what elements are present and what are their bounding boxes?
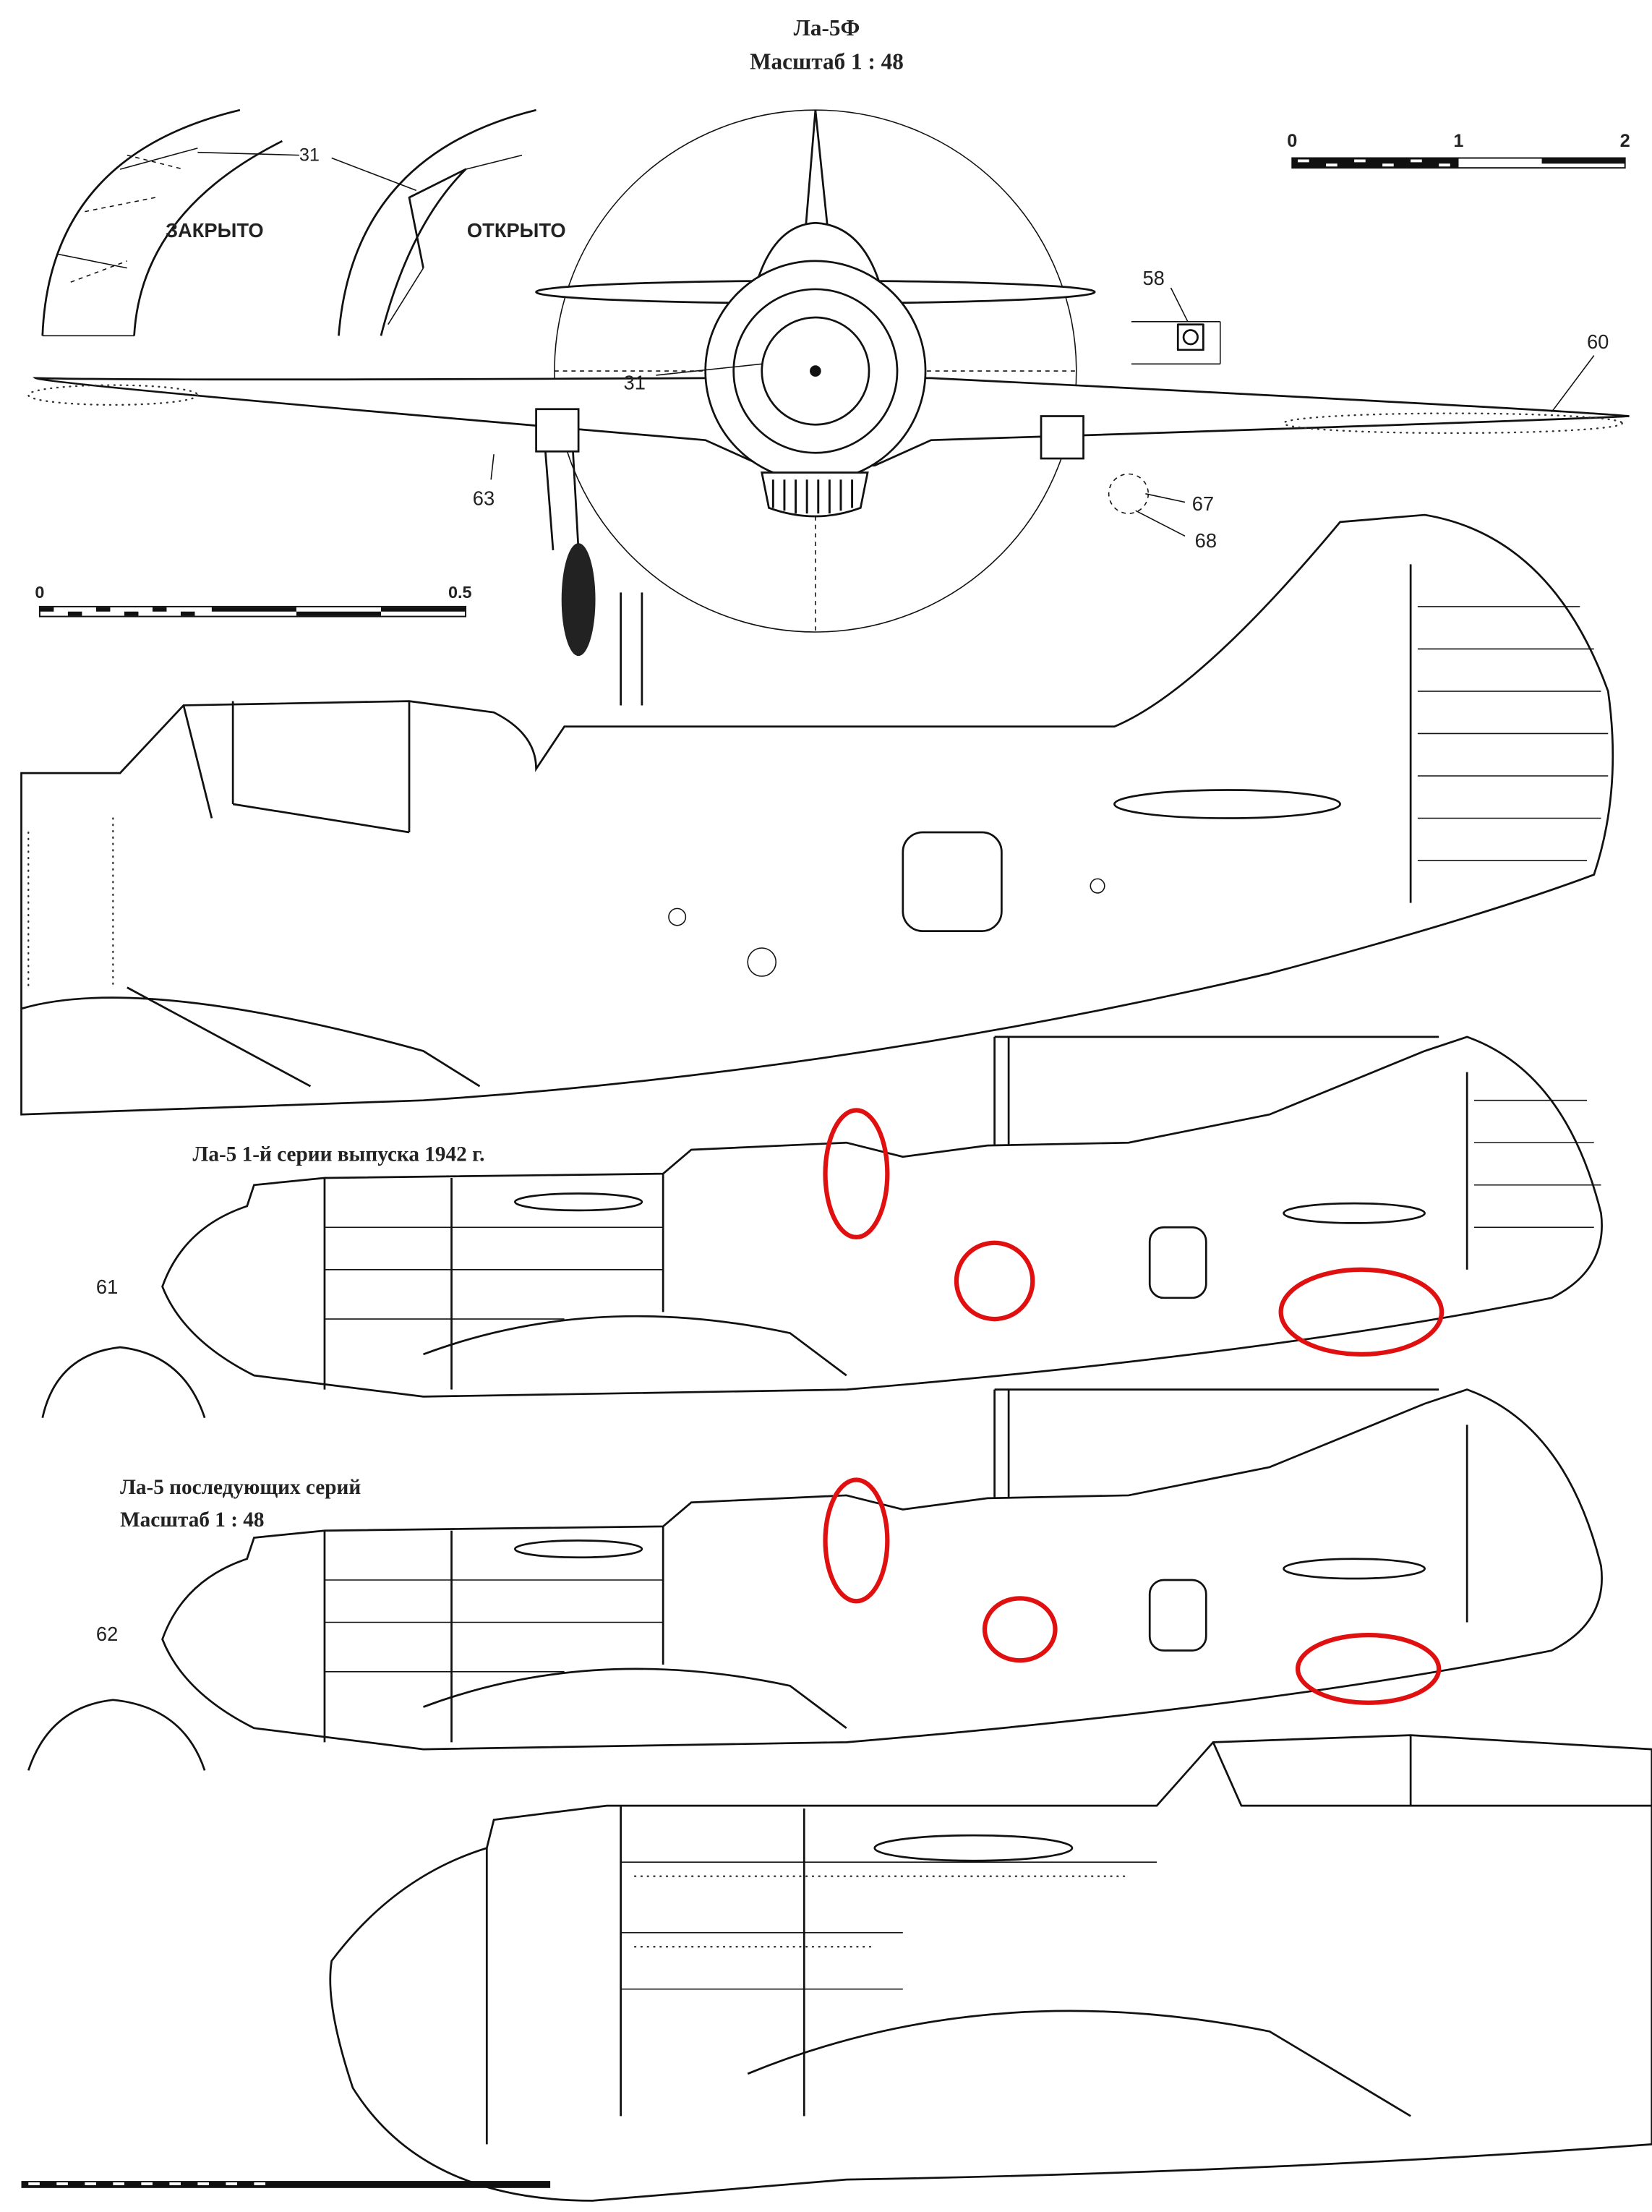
callout-31-cowl: 31 — [299, 145, 320, 165]
red-circle-fuselage-1 — [954, 1240, 1035, 1322]
front-view: 31 58 60 63 67 68 — [27, 109, 1630, 706]
side-view-1-caption: Ла-5 1-й серии выпуска 1942 г. — [193, 1143, 485, 1166]
side-view-la5-1942: Ла-5 1-й серии выпуска 1942 г. 61 — [41, 1035, 1603, 1419]
side-view-la5f — [20, 513, 1614, 1116]
scale-tick-2: 2 — [1620, 131, 1630, 151]
side-view-2-caption-line2: Масштаб 1 : 48 — [120, 1508, 264, 1532]
red-circle-canopy-1 — [823, 1108, 890, 1240]
drawing-scale: Масштаб 1 : 48 — [750, 49, 904, 74]
scale-tick-1: 1 — [1453, 131, 1463, 151]
enlarged-forward-fuselage — [329, 1734, 1652, 2202]
red-circle-canopy-2 — [823, 1477, 890, 1604]
callout-62: 62 — [96, 1623, 118, 1645]
cowl-flap-detail: 31 ЗАКРЫТО ОТКРЫТО — [41, 108, 566, 337]
red-annotations — [823, 1108, 1445, 1705]
red-circle-tail-2 — [1295, 1632, 1442, 1705]
callout-63: 63 — [473, 487, 495, 509]
scale-left-tick-0: 0 — [35, 583, 44, 602]
cowl-open-label: ОТКРЫТО — [467, 219, 566, 242]
scale-bar-left: 0 0.5 — [35, 583, 472, 618]
cowl-closed-label: ЗАКРЫТО — [166, 219, 264, 242]
scale-left-tick-05: 0.5 — [448, 583, 472, 602]
red-circle-tail-1 — [1278, 1267, 1445, 1357]
side-view-2-caption-line1: Ла-5 последующих серий — [120, 1476, 361, 1499]
callout-68: 68 — [1195, 529, 1217, 552]
callout-67: 67 — [1192, 492, 1214, 515]
callout-60: 60 — [1587, 330, 1609, 353]
side-view-la5-later: Ла-5 последующих серий Масштаб 1 : 48 62 — [27, 1388, 1603, 1771]
scale-bar-top: 0 1 2 — [1287, 131, 1630, 169]
drawing-title: Ла-5Ф — [794, 15, 860, 40]
callout-31: 31 — [624, 371, 646, 393]
callout-58: 58 — [1142, 267, 1164, 289]
red-circle-fuselage-2 — [982, 1596, 1058, 1663]
scale-tick-0: 0 — [1287, 131, 1297, 151]
callout-61: 61 — [96, 1276, 118, 1298]
scale-bar-bottom — [21, 2181, 551, 2188]
